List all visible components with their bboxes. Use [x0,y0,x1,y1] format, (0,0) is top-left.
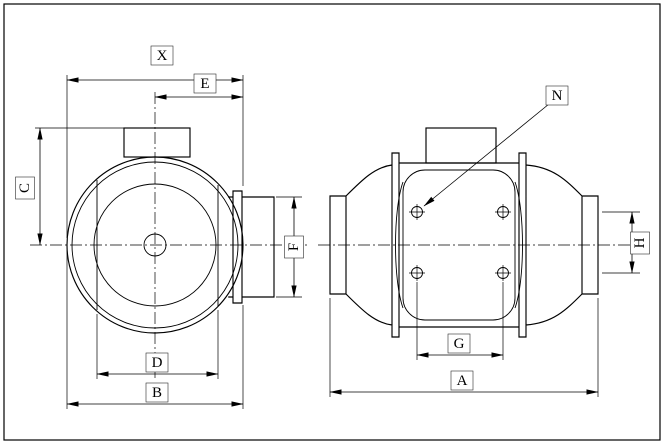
dimension-b-extensions [66,250,244,409]
fan-body-outline [329,152,599,338]
rear-plate-edges [96,180,219,310]
dim-label-d: D [152,355,163,371]
screw-cross [409,265,425,281]
dimension-b: B [66,250,244,409]
callout-n-leader [423,103,550,207]
dim-label-n: N [552,88,563,104]
mounting-screw-top-right [495,204,511,220]
dimension-e: E [154,73,244,100]
dimension-g-extensions [416,282,504,360]
body-shoulder-curves [395,181,523,309]
mounting-bracket-plate [402,169,516,321]
dimension-d: D [96,310,219,379]
dim-label-c-group: C [15,176,35,200]
screw-cross [495,265,511,281]
terminal-box-side [425,127,497,164]
callout-n: N [423,85,569,207]
dim-label-x: X [157,48,168,64]
dimension-x-extensions [66,75,244,238]
dimension-h: H [602,211,650,274]
dim-label-d-box [145,352,169,373]
dimension-f-extensions [276,196,302,298]
front-view [66,127,275,334]
dimension-d-extensions [96,310,219,379]
impeller-circle [93,183,217,307]
dimension-a-extensions [329,298,599,397]
dim-label-g: G [454,336,465,352]
side-view [329,127,599,338]
dimension-c: C [15,127,124,246]
dimension-a: A [329,298,599,397]
mounting-screw-top-left [409,204,425,220]
dim-label-f-group: F [284,235,304,259]
dim-label-h-group: H [630,231,650,255]
dim-label-b-box [145,382,169,403]
dim-label-g-box [447,333,471,354]
dim-label-a: A [457,373,468,389]
dim-label-b: B [152,385,162,401]
dim-label-e-box [193,73,217,94]
dim-label-e: E [200,76,209,92]
dim-label-f: F [286,243,302,251]
hub-circle [143,233,167,257]
dim-label-h: H [632,237,648,248]
drawing-border [3,3,661,441]
center-lines [30,92,648,378]
duct-spigot-front [228,190,275,304]
screw-cross [409,204,425,220]
dim-label-c-box [15,176,35,200]
dim-label-h-box [630,231,650,255]
dim-label-f-box [284,235,304,259]
mounting-screw-bottom-left [409,265,425,281]
screw-cross [495,204,511,220]
fan-housing-rim-circle [71,161,239,329]
mounting-screw-bottom-right [495,265,511,281]
dim-label-a-box [450,370,474,391]
dim-label-c: C [17,183,33,193]
dim-label-n-box [545,85,569,106]
dimension-g: G [416,282,504,360]
dimension-f: F [276,196,304,298]
terminal-box-front [123,127,191,158]
dim-label-x-box [150,45,174,66]
